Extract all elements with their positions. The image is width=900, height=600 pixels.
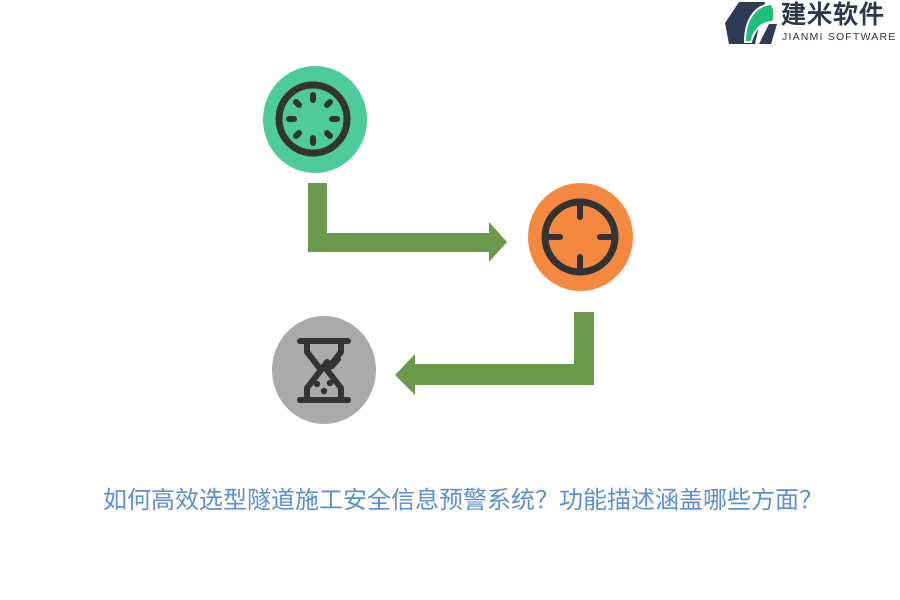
- arrow-node2-to-node3: [395, 312, 594, 395]
- logo-name-cn: 建米软件: [781, 0, 886, 29]
- jianmi-logo-icon: [725, 2, 777, 44]
- step-node-hourglass: [272, 316, 376, 424]
- loading-spinner-icon: [275, 81, 351, 157]
- logo-name-en: JIANMI SOFTWARE: [782, 31, 897, 43]
- arrow-node1-to-node2: [308, 183, 507, 262]
- crosshair-target-icon: [541, 198, 619, 276]
- step-node-loading: [263, 66, 367, 173]
- hourglass-icon: [297, 338, 351, 403]
- diagram-caption: 如何高效选型隧道施工安全信息预警系统？功能描述涵盖哪些方面？: [103, 486, 823, 514]
- step-node-target: [528, 183, 633, 291]
- brand-logo: 建米软件 JIANMI SOFTWARE: [725, 0, 900, 48]
